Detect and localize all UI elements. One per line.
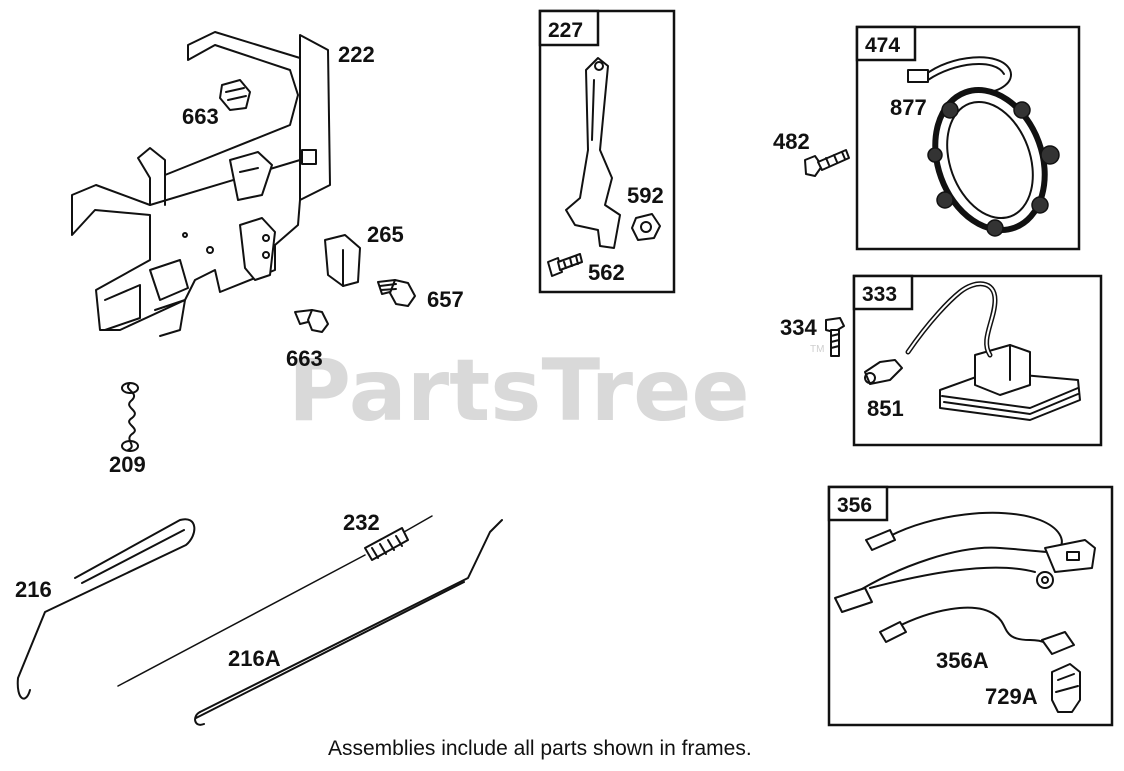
wiring-harness-part[interactable] xyxy=(834,511,1096,655)
label-482: 482 xyxy=(773,129,810,154)
rod-216A-part[interactable] xyxy=(194,519,503,726)
label-216: 216 xyxy=(15,577,52,602)
frame-227: 227 xyxy=(538,9,676,294)
label-657: 657 xyxy=(427,287,464,312)
watermark-text: PartsTree xyxy=(288,341,750,441)
connector-729A-part[interactable] xyxy=(1051,663,1081,713)
label-663-upper: 663 xyxy=(182,104,219,129)
screw-334-part[interactable] xyxy=(825,317,845,357)
nut-592-part[interactable] xyxy=(631,213,661,241)
label-851: 851 xyxy=(867,396,904,421)
label-356A: 356A xyxy=(936,648,989,673)
label-222: 222 xyxy=(338,42,375,67)
frame-333-label: 333 xyxy=(862,283,897,306)
label-562: 562 xyxy=(588,260,625,285)
spring-link-232-part[interactable] xyxy=(117,515,433,687)
footer-note: Assemblies include all parts shown in fr… xyxy=(328,737,752,760)
frame-356: 356 xyxy=(827,485,1114,727)
alternator-stator-part[interactable] xyxy=(907,56,1063,245)
governor-lever-part[interactable] xyxy=(565,57,621,249)
label-209: 209 xyxy=(109,452,146,477)
label-265: 265 xyxy=(367,222,404,247)
bolt-482-part[interactable] xyxy=(804,149,850,177)
watermark-trademark: TM xyxy=(810,344,824,355)
frame-333: 333 xyxy=(852,274,1103,447)
rod-216-part[interactable] xyxy=(16,518,196,700)
label-663-lower: 663 xyxy=(286,346,323,371)
frame-227-label: 227 xyxy=(548,19,583,42)
label-877: 877 xyxy=(890,95,927,120)
clip-265-part[interactable] xyxy=(324,234,361,287)
frame-356-label: 356 xyxy=(837,494,872,517)
label-592: 592 xyxy=(627,183,664,208)
spring-209-part[interactable] xyxy=(121,382,139,452)
bolt-657-part[interactable] xyxy=(377,279,416,307)
ignition-armature-part[interactable] xyxy=(864,281,1081,421)
label-729A: 729A xyxy=(985,684,1038,709)
control-bracket-part[interactable] xyxy=(71,31,331,337)
bolt-663-upper[interactable] xyxy=(219,79,251,111)
frame-474-label: 474 xyxy=(865,34,900,57)
label-232: 232 xyxy=(343,510,380,535)
label-216A: 216A xyxy=(228,646,281,671)
screw-562-part[interactable] xyxy=(547,253,583,277)
frame-474: 474 xyxy=(855,25,1081,251)
bolt-663-lower[interactable] xyxy=(294,309,329,333)
label-334: 334 xyxy=(780,315,817,340)
